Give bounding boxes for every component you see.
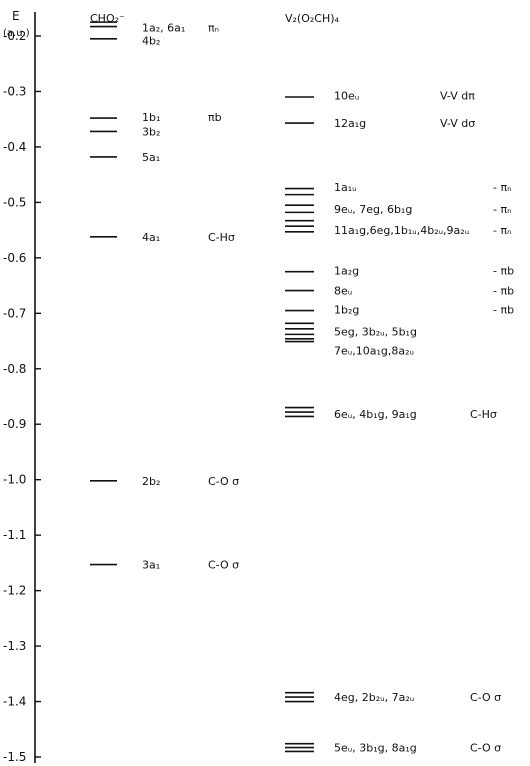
orbital-character-label: V-V dσ — [440, 117, 475, 130]
level-label: 5a₁ — [142, 151, 160, 164]
level-label: 1a₂, 6a₁ — [142, 22, 185, 35]
energy-levels — [90, 21, 314, 753]
cho2-column-title: CHO₂⁻ — [90, 12, 125, 25]
orbital-character-label: - πb — [493, 265, 514, 278]
level-label: 2b₂ — [142, 475, 160, 488]
orbital-character-label: - πₙ — [493, 203, 511, 216]
axis-ticks: -0.2 -0.3 -0.4 -0.5 -0.6 -0.7 -0.8 -0.9 -1.0 -1.1… — [3, 29, 41, 764]
level-label: 1a₁ᵤ — [334, 181, 357, 194]
axis-title: E — [12, 9, 20, 23]
orbital-character-label: C-Hσ — [470, 408, 497, 421]
level-label: 6eᵤ, 4b₁g, 9a₁g — [334, 408, 417, 421]
axis-tick-label: -1.4 — [3, 695, 26, 709]
level-label: 5eg, 3b₂ᵤ, 5b₁g — [334, 326, 417, 339]
axis-tick-label: -0.8 — [3, 362, 26, 376]
axis-tick-label: -0.4 — [3, 140, 26, 154]
level-label: 9eᵤ, 7eg, 6b₁g — [334, 203, 412, 216]
level-label: 4b₂ — [142, 34, 160, 47]
level-label: 12a₁g — [334, 117, 366, 130]
axis-tick-label: -0.2 — [3, 29, 26, 43]
axis-tick-label: -0.3 — [3, 84, 26, 98]
level-label: 11a₁g,6eg,1b₁ᵤ,4b₂ᵤ,9a₂ᵤ — [334, 224, 469, 237]
axis-tick-label: -1.1 — [3, 528, 26, 542]
axis-tick-label: -1.0 — [3, 473, 26, 487]
axis-tick-label: -0.9 — [3, 417, 26, 431]
energy-axis: E (a.u.) — [3, 9, 36, 763]
orbital-character-label: C-O σ — [470, 691, 501, 704]
axis-tick-label: -0.6 — [3, 251, 26, 265]
axis-tick-label: -0.5 — [3, 195, 26, 209]
orbital-character-label: πₙ — [208, 22, 219, 35]
axis-tick-label: -0.7 — [3, 306, 26, 320]
level-label: 4eg, 2b₂ᵤ, 7a₂ᵤ — [334, 691, 414, 704]
orbital-character-label: V-V dπ — [440, 89, 475, 102]
level-label: 8eᵤ — [334, 285, 352, 298]
orbital-character-label: - πb — [493, 303, 514, 316]
axis-tick-label: -1.3 — [3, 639, 26, 653]
axis-unit: (a.u.) — [3, 28, 30, 39]
orbital-character-label: C-Hσ — [208, 231, 235, 244]
level-label: 3b₂ — [142, 125, 160, 138]
v2-formate-column-title: V₂(O₂CH)₄ — [285, 12, 340, 25]
axis-tick-label: -1.5 — [3, 750, 26, 764]
orbital-character-label: C-O σ — [470, 742, 501, 755]
orbital-character-label: C-O σ — [208, 475, 239, 488]
level-label: 1a₂g — [334, 265, 359, 278]
level-label: 7eᵤ,10a₁g,8a₂ᵤ — [334, 344, 414, 357]
level-label: 10eᵤ — [334, 89, 359, 102]
level-label: 1b₁ — [142, 111, 160, 124]
orbital-character-label: - πₙ — [493, 224, 511, 237]
orbital-character-label: - πb — [493, 285, 514, 298]
axis-tick-label: -1.2 — [3, 584, 26, 598]
level-label: 1b₂g — [334, 303, 359, 316]
level-label: 4a₁ — [142, 231, 160, 244]
level-labels: 1a₂, 6a₁ πₙ 4b₂ 1b₁ πb 3b₂ 5a₁ 4a₁ C-Hσ 2b₂ C-O σ 3… — [142, 22, 514, 755]
orbital-character-label: C-O σ — [208, 559, 239, 572]
orbital-character-label: - πₙ — [493, 181, 511, 194]
level-label: 5eᵤ, 3b₁g, 8a₁g — [334, 742, 417, 755]
level-label: 3a₁ — [142, 559, 160, 572]
orbital-character-label: πb — [208, 111, 222, 124]
